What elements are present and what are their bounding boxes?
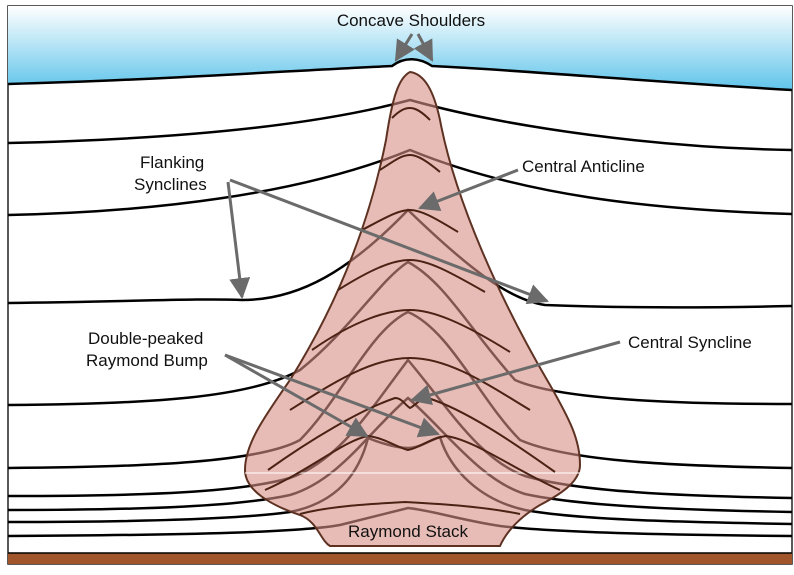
label-flanking-synclines-line1: Flanking bbox=[140, 153, 204, 172]
bedrock-layer bbox=[8, 553, 792, 564]
label-raymond-stack: Raymond Stack bbox=[348, 522, 468, 541]
label-concave-shoulders: Concave Shoulders bbox=[337, 11, 485, 30]
label-central-syncline: Central Syncline bbox=[628, 333, 752, 352]
label-raymond-bump-line1: Double-peaked bbox=[88, 329, 203, 348]
label-flanking-synclines-line2: Synclines bbox=[134, 175, 207, 194]
label-raymond-bump-line2: Raymond Bump bbox=[86, 351, 208, 370]
label-central-anticline: Central Anticline bbox=[522, 157, 645, 176]
